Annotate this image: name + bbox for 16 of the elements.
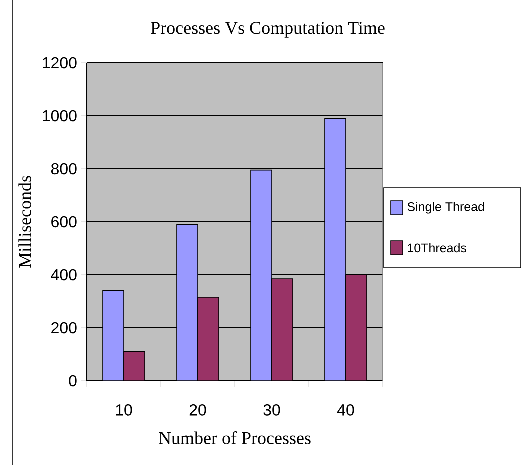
x-tick-label: 30: [264, 404, 280, 416]
legend-label: Single Thread: [408, 202, 484, 214]
x-tick-label: 40: [337, 404, 354, 416]
y-axis-title: Milliseconds: [18, 176, 32, 268]
x-axis-title: Number of Processes: [159, 432, 311, 444]
legend-label: 10Threads: [408, 243, 466, 253]
chart-title: Processes Vs Computation Time: [151, 22, 385, 38]
y-tick-label: 400: [51, 269, 77, 281]
x-tick-label: 20: [190, 404, 206, 416]
y-tick-label: 0: [69, 375, 77, 387]
y-tick-label: 1200: [43, 57, 77, 69]
y-tick-label: 200: [52, 322, 77, 334]
y-tick-label: 1000: [43, 110, 77, 122]
y-tick-label: 800: [51, 163, 77, 175]
x-tick-label: 10: [116, 404, 132, 416]
y-tick-label: 600: [52, 216, 77, 228]
